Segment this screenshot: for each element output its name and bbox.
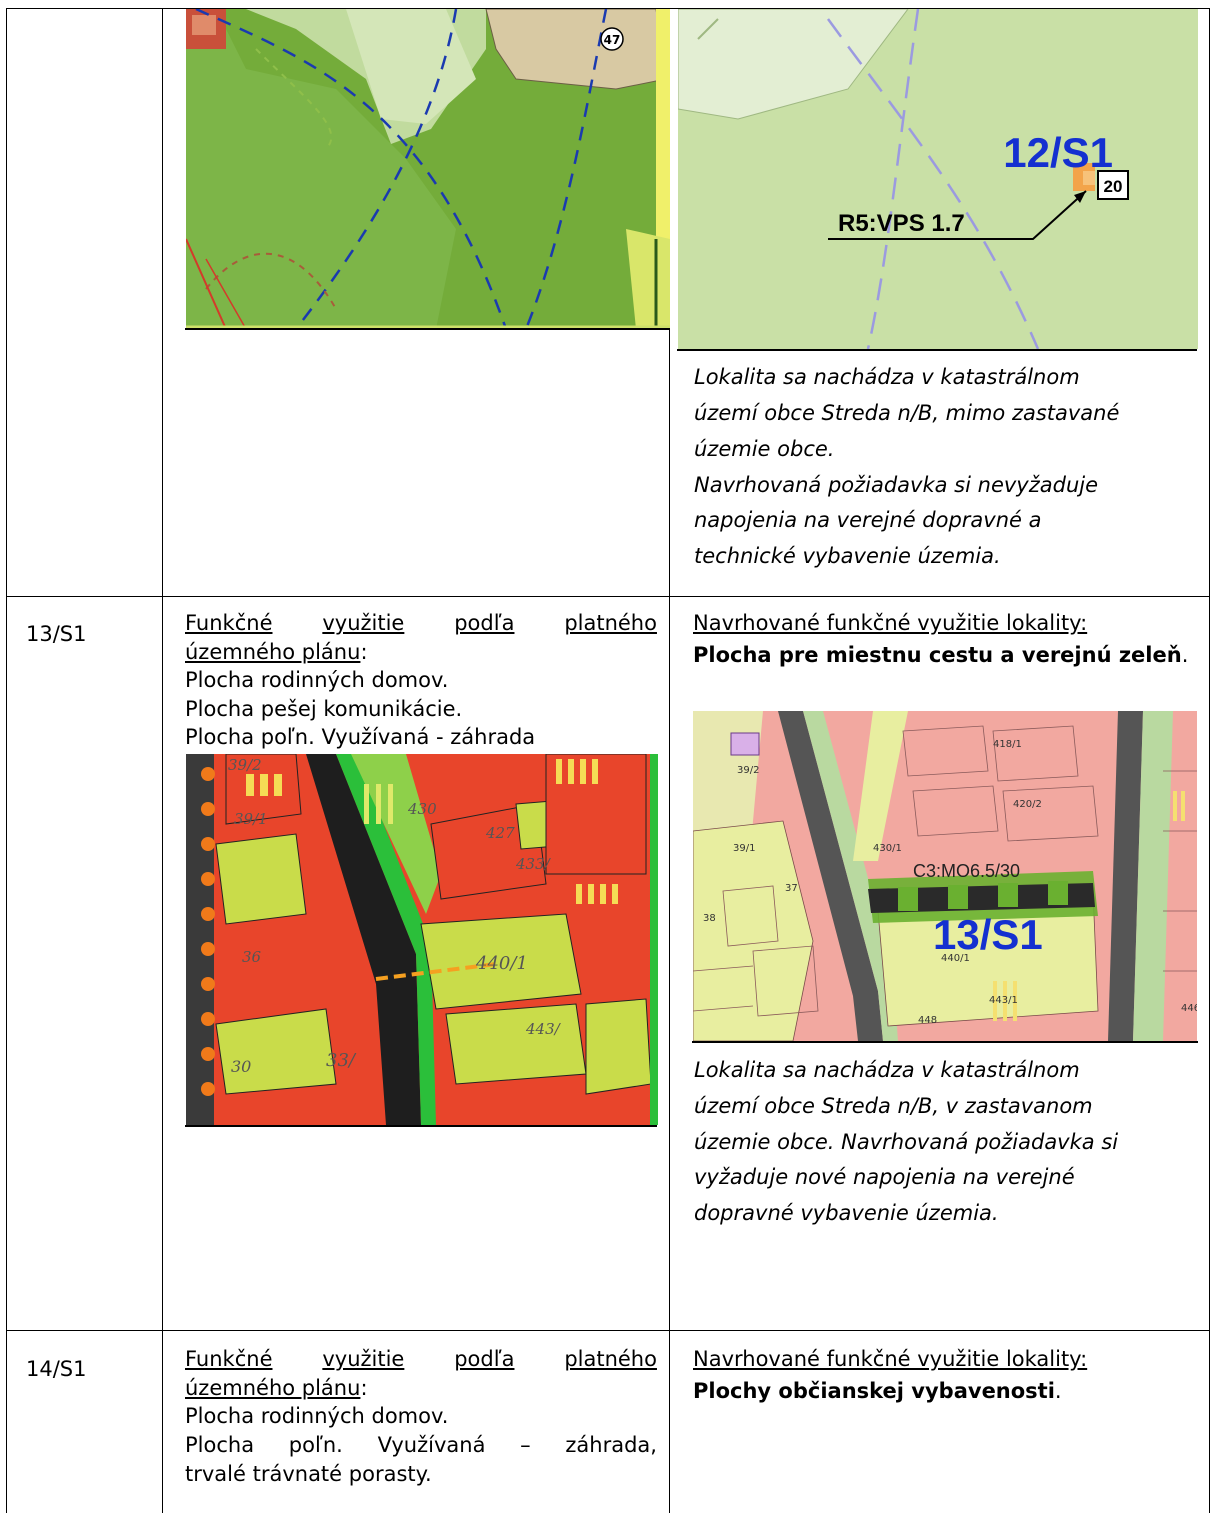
map-row1-left: 47 <box>186 9 670 329</box>
row1-note-line2: území obce Streda n/B, mimo zastavané <box>694 401 1120 425</box>
heading-word: podľa <box>454 611 515 635</box>
map-parcel: 39/1 <box>234 810 268 828</box>
map-row2-right-underline <box>692 1041 1198 1043</box>
map-parcel: 36 <box>242 948 262 966</box>
row1-note-line3: územie obce. <box>694 437 835 461</box>
row2-note-line2: území obce Streda n/B, v zastavanom <box>694 1094 1093 1118</box>
row2-right-bold-line: Plocha pre miestnu cestu a verejnú zeleň… <box>693 641 1188 669</box>
row-divider-2 <box>6 1330 1210 1331</box>
map-parcel: 38 <box>703 913 716 924</box>
row2-left-heading-line2: územného plánu: <box>185 638 368 666</box>
row2-right-heading: Navrhované funkčné využitie lokality: <box>693 611 1088 635</box>
heading-colon: : <box>360 640 368 664</box>
map-label-circle: 47 <box>604 33 621 47</box>
heading-word: Funkčné <box>185 611 273 635</box>
row3-right-bold-line: Plochy občianskej vybavenosti. <box>693 1377 1062 1405</box>
map-parcel: 440/1 <box>941 953 970 964</box>
map-parcel: 446 <box>1181 1003 1197 1014</box>
map-row2-left: 39/2 39/1 430 427 433/ 440/1 443/ 33/ 30… <box>186 754 658 1125</box>
map-parcel: 433/ <box>515 855 552 873</box>
heading-word: podľa <box>454 1347 515 1371</box>
map-row1-right: 12/S1 20 R5:VPS 1.7 <box>678 9 1198 349</box>
row2-left-line1: Plocha rodinných domov. <box>185 668 449 692</box>
map-label-c3: C3:MO6.5/30 <box>913 861 1020 881</box>
map-parcel: 448 <box>918 1015 937 1026</box>
map-parcel: 39/2 <box>737 765 759 776</box>
row3-right-dot: . <box>1054 1379 1062 1403</box>
map-row1-left-underline <box>185 328 670 330</box>
heading-plan: územného plánu <box>185 640 361 664</box>
heading-word: platného <box>564 611 657 635</box>
heading-plan: územného plánu <box>185 1376 361 1400</box>
row2-note-line3: územie obce. Navrhovaná požiadavka si <box>694 1130 1119 1154</box>
map-row1-right-underline <box>677 349 1197 351</box>
row1-note-line1: Lokalita sa nachádza v katastrálnom <box>694 365 1080 389</box>
row2-note-line4: vyžaduje nové napojenia na verejné <box>694 1165 1075 1189</box>
heading-word: platného <box>564 1347 657 1371</box>
row2-left-line2: Plocha pešej komunikácie. <box>185 697 463 721</box>
column-divider-1 <box>162 8 163 1513</box>
row2-left-heading-line1: Funkčné využitie podľa platného <box>185 609 657 637</box>
column-divider-2 <box>669 8 670 1513</box>
table-left-border <box>6 8 7 1513</box>
row3-left-line1: Plocha rodinných domov. <box>185 1404 449 1428</box>
table-right-border <box>1209 8 1210 1513</box>
row2-note-line1: Lokalita sa nachádza v katastrálnom <box>694 1058 1080 1082</box>
line-word: – <box>520 1433 531 1457</box>
map-parcel: 39/1 <box>733 843 755 854</box>
map-label-13s1: 13/S1 <box>933 911 1043 958</box>
row-id-14s1: 14/S1 <box>26 1357 87 1381</box>
line-word: Plocha <box>185 1433 255 1457</box>
map-label-12s1: 12/S1 <box>1003 129 1113 176</box>
map-parcel: 33/ <box>326 1050 357 1071</box>
map-row2-right: C3:MO6.5/30 13/S1 418/1 420/2 39/2 39/1 … <box>693 711 1197 1041</box>
row3-left-line2: Plocha poľn. Využívaná – záhrada, <box>185 1431 657 1459</box>
row2-left-line3: Plocha poľn. Využívaná - záhrada <box>185 725 536 749</box>
row3-right-bold: Plochy občianskej vybavenosti <box>693 1379 1055 1403</box>
map-parcel: 430 <box>407 800 437 818</box>
heading-colon: : <box>360 1376 368 1400</box>
line-word: záhrada, <box>565 1433 657 1457</box>
map-label-vps: R5:VPS 1.7 <box>838 210 965 237</box>
heading-word: využitie <box>322 1347 405 1371</box>
row3-left-heading-line2: územného plánu: <box>185 1374 368 1402</box>
map-parcel: 443/1 <box>989 995 1018 1006</box>
map-row2-left-underline <box>185 1125 657 1127</box>
map-parcel: 30 <box>231 1057 251 1076</box>
row2-right-bold: Plocha pre miestnu cestu a verejnú zeleň <box>693 643 1182 667</box>
row3-left-heading-line1: Funkčné využitie podľa platného <box>185 1345 657 1373</box>
row3-left-line3: trvalé trávnaté porasty. <box>185 1462 432 1486</box>
row1-note-line4: Navrhovaná požiadavka si nevyžaduje <box>694 473 1099 497</box>
heading-word: Funkčné <box>185 1347 273 1371</box>
map-parcel: 430/1 <box>873 843 902 854</box>
map-parcel: 418/1 <box>993 739 1022 750</box>
row-id-13s1: 13/S1 <box>26 622 87 646</box>
row-divider-1 <box>6 596 1210 597</box>
map-parcel: 37 <box>785 883 798 894</box>
heading-word: využitie <box>322 611 405 635</box>
map-parcel: 440/1 <box>475 953 528 974</box>
row3-right-heading: Navrhované funkčné využitie lokality: <box>693 1347 1088 1371</box>
map-parcel: 443/ <box>525 1020 562 1038</box>
row1-note-line5: napojenia na verejné dopravné a <box>694 508 1042 532</box>
map-parcel: 39/2 <box>228 756 262 774</box>
map-parcel: 420/2 <box>1013 799 1042 810</box>
row1-note-line6: technické vybavenie územia. <box>694 544 1001 568</box>
line-word: Využívaná <box>377 1433 486 1457</box>
row2-note-line5: dopravné vybavenie územia. <box>694 1201 999 1225</box>
map-parcel: 427 <box>485 824 515 842</box>
row2-right-dot: . <box>1181 643 1189 667</box>
map-label-box: 20 <box>1104 177 1123 196</box>
line-word: poľn. <box>288 1433 343 1457</box>
